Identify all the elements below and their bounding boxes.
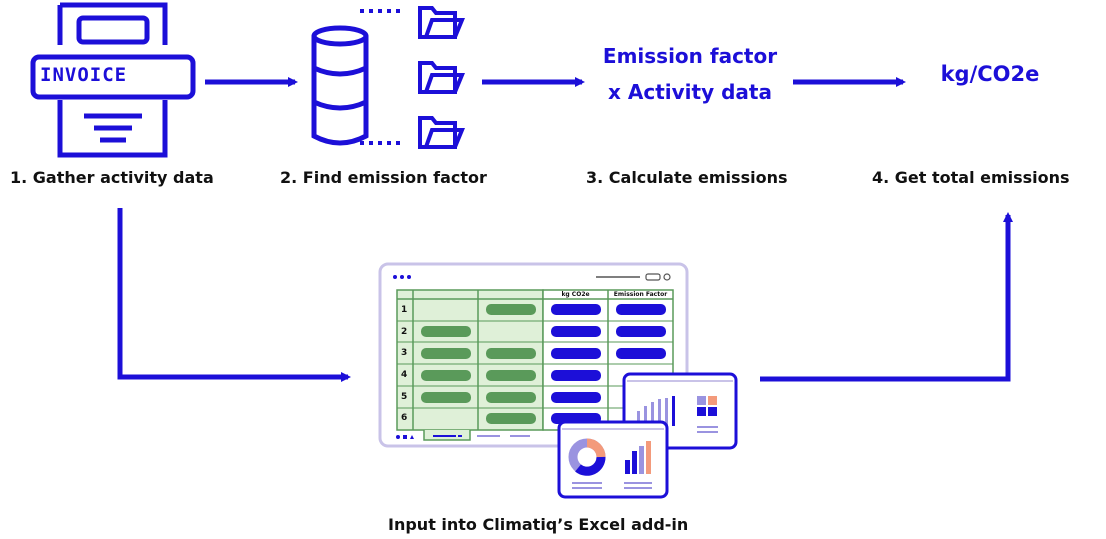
dotted-connectors <box>360 9 402 145</box>
col-header-emission-factor: Emission Factor <box>613 291 668 298</box>
step-2-label: 2. Find emission factor <box>280 168 487 187</box>
step-1-label: 1. Gather activity data <box>10 168 214 187</box>
folder-icons <box>418 6 465 149</box>
arrow-activity-to-excel <box>117 208 351 382</box>
step-3-label: 3. Calculate emissions <box>586 168 788 187</box>
formula-line-2: x Activity data <box>608 80 772 104</box>
row-number: 6 <box>401 413 408 423</box>
pie-chart-card <box>557 420 669 499</box>
formula-line-1: Emission factor <box>602 44 778 68</box>
row-number: 4 <box>401 370 408 380</box>
row-number: 1 <box>401 305 408 315</box>
arrow-excel-to-total <box>760 212 1013 382</box>
database-icon <box>311 25 369 146</box>
row-number: 2 <box>401 327 408 337</box>
invoice-icon <box>30 2 196 158</box>
step-4-label: 4. Get total emissions <box>872 168 1070 187</box>
result-unit: kg/CO2e <box>940 62 1040 86</box>
row-number: 3 <box>401 348 408 358</box>
row-number: 5 <box>401 392 408 402</box>
spreadsheet-window <box>378 262 689 448</box>
excel-caption: Input into Climatiq’s Excel add-in <box>388 515 689 534</box>
col-header-kg-co2e: kg CO2e <box>561 291 590 298</box>
invoice-label: INVOICE <box>40 64 128 86</box>
